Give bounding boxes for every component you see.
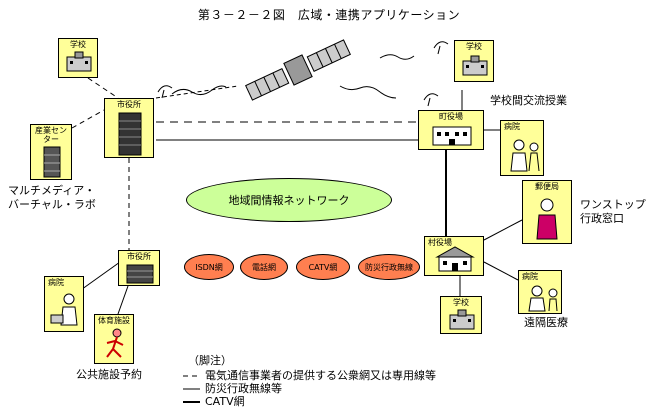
legend-label-dashed: 電気通信事業者の提供する公衆網又は専用線等 [205, 369, 436, 382]
link-school-cityhall [87, 77, 119, 99]
caption-multimedia-lab: マルチメディア・ バーチャル・ラボ [8, 184, 96, 211]
node-label: 学校 [466, 42, 482, 51]
node-school-top-left: 学校 [58, 38, 98, 78]
signal-wiggle-right-down [339, 85, 397, 99]
doctor-icon [528, 285, 558, 312]
caption-remote-medicine: 遠隔医療 [524, 316, 568, 329]
node-label: 病院 [522, 272, 538, 281]
node-label: 学校 [453, 298, 469, 307]
legend-note: （脚注） [188, 354, 232, 367]
runner-icon [106, 328, 124, 358]
node-city-hall-lower: 市役所 [118, 250, 160, 286]
dish-icon-town [423, 93, 439, 107]
node-label: 村役場 [428, 238, 452, 247]
building-icon [126, 264, 154, 284]
node-label: 市役所 [117, 100, 141, 109]
node-school-bottom: 学校 [440, 296, 482, 334]
caption-one-stop: ワンストップ 行政窓口 [580, 198, 646, 225]
signal-wiggle-right [379, 54, 415, 60]
subnet-disaster-radio: 防災行政無線 [358, 254, 420, 280]
school-icon [462, 55, 488, 76]
caption-facility-booking: 公共施設予約 [76, 368, 142, 381]
subnet-isdn: ISDN網 [184, 254, 234, 280]
link-village-post [483, 219, 523, 241]
node-hospital-left: 病院 [44, 276, 84, 332]
subnet-label: 防災行政無線 [365, 262, 413, 272]
node-label: 体育施設 [98, 316, 130, 325]
node-post-office: 郵便局 [522, 180, 572, 244]
tower-icon [43, 146, 61, 178]
subnet-catv: CATV網 [296, 254, 350, 280]
subnet-telephone: 電話網 [240, 254, 288, 280]
subnet-label: CATV網 [308, 262, 338, 272]
node-industry-center: 産業セン ター [30, 124, 72, 180]
node-label: 病院 [48, 278, 64, 287]
node-label: 学校 [70, 40, 86, 49]
network-label: 地域間情報ネットワーク [228, 194, 350, 207]
legend-label-thin: 防災行政無線等 [205, 382, 282, 395]
building-icon [118, 112, 142, 156]
building-icon [432, 126, 472, 146]
legend-label-thick: CATV網 [205, 395, 245, 408]
building-icon [435, 246, 475, 272]
node-label: 町役場 [439, 112, 463, 121]
satellite-icon [245, 39, 351, 101]
school-icon [449, 309, 475, 330]
link-cityhall-lower-sports [117, 285, 129, 315]
node-school-top-right: 学校 [454, 40, 494, 82]
school-icon [66, 51, 92, 72]
node-label: 産業セン ター [35, 126, 67, 144]
link-cityhall-lower-hospital [77, 261, 121, 293]
clerk-icon [536, 198, 558, 240]
node-label: 病院 [504, 122, 520, 131]
link-village-hospital [483, 261, 519, 281]
dish-icon-cityhall [157, 85, 173, 99]
subnet-label: ISDN網 [195, 262, 223, 272]
node-label: 市役所 [127, 252, 151, 261]
node-label: 郵便局 [535, 182, 559, 191]
diagram-title: 第３－２－２図 広域・連携アプリケーション [197, 8, 461, 22]
node-hospital-right-top: 病院 [500, 120, 544, 176]
link-industry-cityhall [71, 109, 105, 129]
node-town-hall: 町役場 [418, 110, 484, 150]
node-sports-facility: 体育施設 [94, 314, 134, 364]
caption-school-exchange: 学校間交流授業 [490, 94, 567, 107]
regional-network-oval: 地域間情報ネットワーク [186, 178, 392, 222]
node-village-office: 村役場 [424, 236, 484, 276]
subnet-label: 電話網 [252, 262, 276, 272]
dish-icon-school-right [433, 41, 449, 55]
signal-wiggle-left [171, 85, 227, 96]
doctor-icon [50, 293, 78, 326]
node-hospital-right-bottom: 病院 [518, 270, 562, 314]
doctor-icon [510, 139, 540, 172]
node-city-hall-main: 市役所 [104, 98, 154, 158]
